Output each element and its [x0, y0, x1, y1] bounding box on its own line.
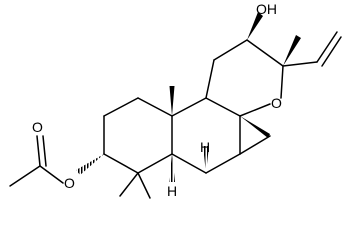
methyl-c4a-bond — [239, 135, 271, 155]
label-carbonyl-o: O — [32, 119, 43, 135]
label-h-upper: H — [200, 139, 210, 155]
vinyl-bond-2 — [316, 31, 338, 63]
structure-svg: OH O O O H H — [9, 1, 342, 199]
vinyl-bond-1 — [282, 61, 318, 67]
vinyl-double — [321, 36, 342, 67]
ester-o-c — [39, 165, 64, 184]
ring-c-bonds — [205, 39, 284, 117]
ester-hash — [76, 154, 104, 175]
methyl-wedge-c3 — [283, 35, 301, 66]
acetyl-methyl — [9, 165, 41, 187]
label-ring-o: O — [271, 95, 282, 111]
label-oh: OH — [256, 1, 277, 17]
oh-wedge — [247, 12, 263, 40]
gem-methyl-2 — [137, 172, 151, 199]
label-h-lower: H — [167, 183, 177, 199]
label-ester-o: O — [64, 175, 75, 191]
carbonyl-bond-2 — [42, 135, 47, 167]
ring-a-bonds — [103, 97, 173, 174]
carbonyl-bond-1 — [36, 135, 41, 167]
h-hash-lower — [169, 154, 175, 182]
methyl-wedge-c10 — [169, 86, 175, 116]
gem-methyl-1 — [119, 172, 139, 197]
ring-b-bonds — [171, 97, 241, 174]
molecule-drawing: OH O O O H H — [9, 1, 342, 199]
methyl-wedge-c4a — [240, 116, 270, 138]
h-hash-upper — [203, 146, 209, 173]
